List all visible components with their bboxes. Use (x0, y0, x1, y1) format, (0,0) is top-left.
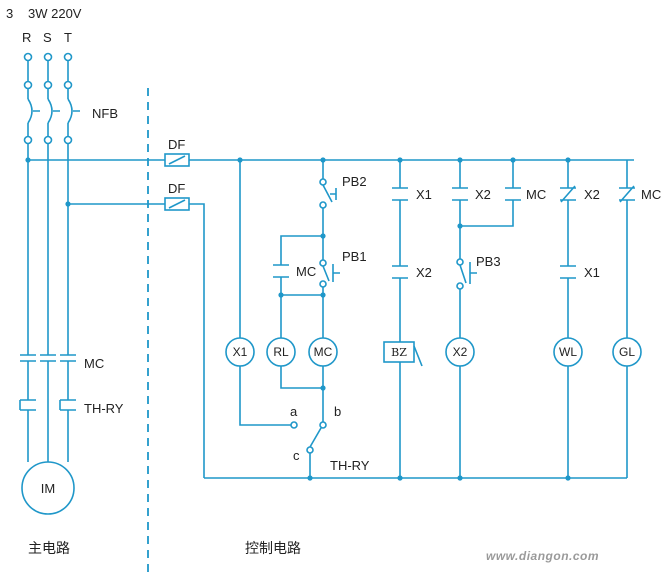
x1-mid-label: X1 (584, 265, 600, 280)
x2-contact-top (452, 187, 468, 201)
mc-nc-label: MC (641, 187, 661, 202)
mc-coil-label: MC (314, 345, 333, 359)
df-top-label: DF (168, 137, 185, 152)
main-mc-contacts (20, 354, 76, 400)
branch-wl: X2 X1 WL (553, 160, 600, 481)
x2-nc-label: X2 (584, 187, 600, 202)
nfb-breaker (27, 89, 80, 136)
branch-x2: X2 MC PB3 X2 (445, 157, 546, 481)
pb1-button (322, 264, 340, 282)
branch-gl: MC GL (612, 160, 661, 478)
main-thry-label: TH-RY (84, 401, 124, 416)
watermark-text: www.diangon.com (486, 549, 599, 563)
motor (21, 461, 75, 515)
phase-r-label: R (22, 30, 31, 45)
terminals (23, 52, 73, 145)
pb3-label: PB3 (476, 254, 501, 269)
x1-coil (225, 337, 255, 367)
th-a-label: a (290, 404, 298, 419)
pb2-button (330, 188, 337, 200)
x1-top-label: X1 (416, 187, 432, 202)
mc-hold-label: MC (296, 264, 316, 279)
x1-contact-top (392, 187, 408, 201)
gl-label: GL (619, 345, 635, 359)
pb2-label: PB2 (342, 174, 367, 189)
mc-top-label: MC (526, 187, 546, 202)
power-spec: 3W 220V (28, 6, 82, 21)
pb3-button (459, 262, 477, 284)
wl-label: WL (559, 345, 577, 359)
buzzer-label: BZ (391, 346, 407, 359)
th-b-label: b (334, 404, 341, 419)
x2-top-label: X2 (475, 187, 491, 202)
rl-label: RL (273, 345, 289, 359)
motor-label: IM (41, 481, 55, 496)
x2-coil (445, 337, 475, 367)
phase-s-label: S (43, 30, 52, 45)
wl-lamp (553, 337, 583, 367)
x2-contact-mid (392, 265, 408, 279)
x2-mid-label: X2 (416, 265, 432, 280)
control-circuit-label: 控制电路 (245, 541, 301, 557)
mc-hold-contact (273, 264, 289, 278)
nfb-label: NFB (92, 106, 118, 121)
thry-switch: a b c TH-RY (290, 404, 370, 481)
branch-bz: X1 X2 BZ (383, 160, 432, 481)
main-circuit: NFB MC TH-RY IM (19, 52, 124, 515)
mc-contact-top (505, 187, 521, 201)
main-circuit-label: 主电路 (28, 541, 70, 557)
df-bottom-label: DF (168, 181, 185, 196)
x2-nc-contact (560, 185, 576, 203)
buzzer (383, 341, 415, 363)
thermal-relay (19, 399, 76, 425)
x1-contact-mid (560, 265, 576, 279)
branch-x1: X1 (225, 160, 291, 426)
branch-mc: PB2 PB1 MC RL MC (266, 160, 367, 425)
phase-count: 3 (6, 6, 13, 21)
main-mc-label: MC (84, 356, 104, 371)
phase-t-label: T (64, 30, 72, 45)
thry-ctrl-label: TH-RY (330, 458, 370, 473)
control-feed: DF DF (28, 137, 634, 478)
x1-coil-label: X1 (233, 345, 248, 359)
pb1-label: PB1 (342, 249, 367, 264)
mc-nc-contact (619, 185, 635, 203)
th-c-label: c (293, 448, 300, 463)
gl-lamp (612, 337, 642, 367)
x2-coil-label: X2 (453, 345, 468, 359)
